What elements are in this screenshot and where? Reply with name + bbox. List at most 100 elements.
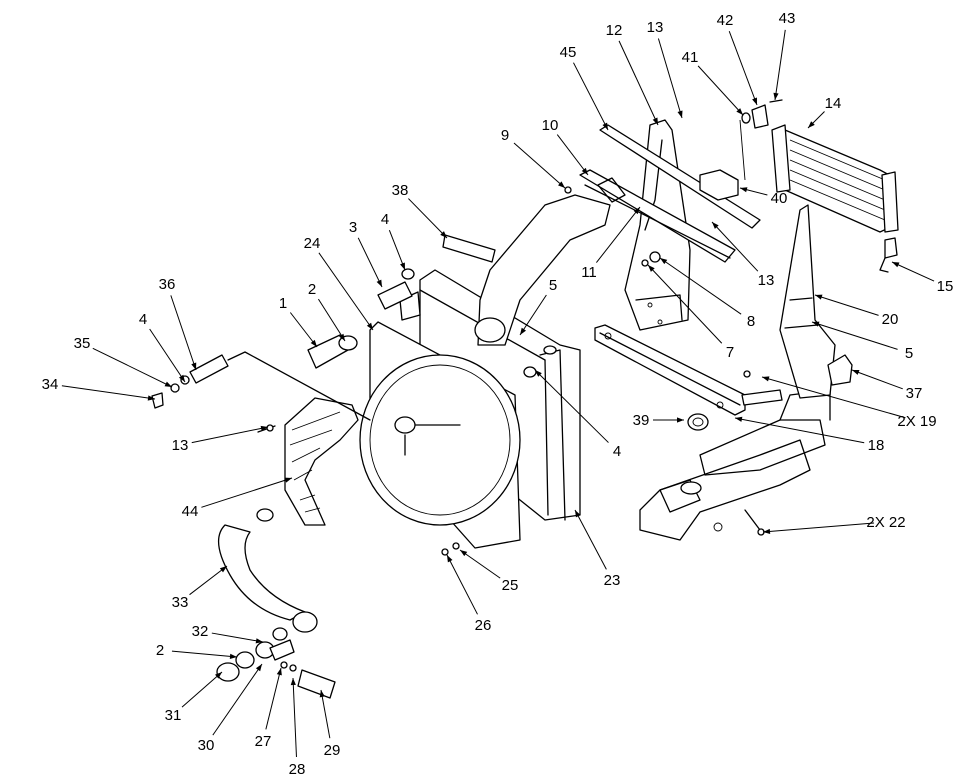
- clamp-4-mid: [523, 366, 537, 378]
- callout-2: 2: [156, 642, 238, 659]
- leader-line: [201, 477, 293, 508]
- callout-4: 4: [139, 311, 186, 383]
- leader-arrowhead: [815, 294, 823, 300]
- leader-line: [318, 252, 374, 331]
- clamp-4-upper: [401, 268, 415, 280]
- callout-34: 34: [42, 376, 156, 401]
- callout-26: 26: [446, 554, 491, 634]
- callout-35: 35: [74, 335, 173, 388]
- fitting-chain: [216, 627, 336, 699]
- leader-arrowhead: [255, 664, 262, 672]
- leader-line: [762, 522, 875, 533]
- leader-line: [659, 257, 742, 315]
- callout-label: 2X 22: [866, 514, 905, 531]
- leader-arrowhead: [260, 425, 268, 431]
- leader-line: [171, 650, 238, 658]
- leader-arrowhead: [400, 262, 405, 270]
- callout-label: 13: [758, 272, 775, 289]
- callout-label: 40: [771, 190, 788, 207]
- callout-label: 4: [139, 311, 147, 328]
- leader-arrowhead: [852, 369, 860, 375]
- leader-arrowhead: [602, 122, 608, 130]
- callout-10: 10: [542, 117, 589, 176]
- leader-arrowhead: [736, 108, 743, 115]
- leader-line: [446, 554, 478, 615]
- callout-5: 5: [811, 321, 913, 362]
- leader-line: [191, 426, 269, 444]
- leader-line: [211, 632, 264, 643]
- leader-line: [408, 198, 448, 239]
- callout-29: 29: [319, 689, 340, 759]
- leader-arrowhead: [284, 477, 292, 483]
- leader-line: [292, 677, 297, 758]
- leader-line: [734, 417, 865, 444]
- leader-line: [618, 40, 659, 126]
- leader-line: [289, 312, 318, 348]
- callout-4: 4: [381, 211, 406, 271]
- leader-arrowhead: [652, 117, 658, 125]
- leader-arrowhead: [376, 279, 382, 287]
- washer-25: [452, 542, 460, 550]
- leader-line: [761, 376, 906, 419]
- bracket-40: [699, 169, 739, 201]
- leader-line: [534, 369, 609, 443]
- bracket-19: [741, 389, 783, 406]
- callout-27: 27: [255, 667, 282, 750]
- leader-arrowhead: [276, 668, 282, 676]
- leader-arrowhead: [752, 97, 757, 105]
- callout-32: 32: [192, 623, 264, 644]
- leader-line: [149, 328, 186, 383]
- callout-37: 37: [851, 369, 923, 402]
- leader-arrowhead: [440, 231, 447, 238]
- leader-arrowhead: [255, 638, 263, 644]
- callout-39: 39: [633, 412, 684, 429]
- callout-28: 28: [289, 677, 305, 778]
- callout-label: 41: [682, 49, 699, 66]
- leader-arrowhead: [648, 265, 655, 272]
- callout-label: 1: [279, 295, 287, 312]
- bolt-7: [641, 259, 649, 267]
- leader-arrowhead: [229, 653, 237, 659]
- leader-arrowhead: [633, 207, 640, 215]
- leader-arrowhead: [677, 110, 683, 118]
- callout-38: 38: [392, 182, 448, 239]
- callout-label: 34: [42, 376, 59, 393]
- leader-line: [357, 237, 383, 288]
- washer-8: [649, 251, 661, 263]
- parts-artwork: [151, 99, 899, 699]
- leader-arrowhead: [366, 322, 373, 330]
- callout-30: 30: [198, 663, 263, 754]
- lower-bracket: [594, 324, 746, 416]
- callout-label: 32: [192, 623, 209, 640]
- callout-13: 13: [647, 19, 683, 119]
- leader-line: [388, 229, 406, 271]
- leader-arrowhead: [892, 262, 900, 268]
- leader-line: [92, 347, 173, 388]
- leader-arrowhead: [763, 528, 771, 535]
- nut-9: [564, 186, 572, 194]
- leader-line: [513, 142, 566, 189]
- leader-arrowhead: [310, 339, 317, 347]
- block-37: [827, 354, 853, 386]
- callout-14: 14: [807, 95, 841, 129]
- leader-line: [459, 549, 501, 579]
- callout-label: 10: [542, 117, 559, 134]
- callout-label: 2: [308, 281, 316, 298]
- callout-7: 7: [647, 264, 734, 361]
- leader-arrowhead: [581, 167, 588, 175]
- leader-arrowhead: [773, 92, 779, 100]
- callout-1: 1: [279, 295, 318, 348]
- callout-13: 13: [172, 425, 269, 454]
- clip-parts: [741, 99, 783, 129]
- fitting-15: [879, 237, 898, 273]
- leader-arrowhead: [677, 417, 684, 423]
- leader-arrowhead: [558, 181, 565, 188]
- leader-line: [774, 29, 786, 101]
- leader-line: [189, 565, 228, 596]
- callout-20: 20: [814, 294, 898, 328]
- leader-arrowhead: [147, 395, 155, 401]
- leader-arrowhead: [460, 550, 468, 557]
- callout-label: 37: [906, 385, 923, 402]
- callout-9: 9: [501, 127, 566, 189]
- leader-line: [574, 509, 607, 570]
